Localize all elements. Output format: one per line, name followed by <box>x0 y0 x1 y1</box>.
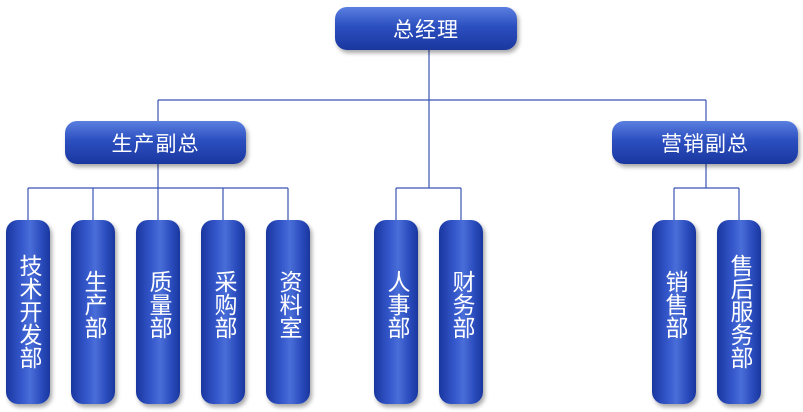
node-general-manager: 总经理 <box>335 7 517 50</box>
node-label: 资料室 <box>275 270 301 339</box>
node-label: 营销副总 <box>661 131 749 156</box>
node-label: 总经理 <box>393 17 459 42</box>
node-label: 质量部 <box>145 270 171 339</box>
node-hr-dept: 人事部 <box>374 220 418 404</box>
node-vp-production: 生产副总 <box>65 121 246 164</box>
node-procurement-dept: 采购部 <box>201 220 245 404</box>
node-label: 销售部 <box>661 270 687 339</box>
node-quality-dept: 质量部 <box>136 220 180 404</box>
node-finance-dept: 财务部 <box>439 220 483 404</box>
node-vp-marketing: 营销副总 <box>612 121 798 164</box>
node-label: 技术开发部 <box>15 254 41 369</box>
node-label: 采购部 <box>210 270 236 339</box>
node-production-dept: 生产部 <box>71 220 115 404</box>
node-label: 财务部 <box>448 270 474 339</box>
node-documents-room: 资料室 <box>266 220 310 404</box>
node-label: 人事部 <box>383 270 409 339</box>
node-label: 售后服务部 <box>726 254 752 369</box>
node-label: 生产副总 <box>111 131 200 156</box>
node-tech-dev-dept: 技术开发部 <box>6 220 50 404</box>
node-sales-dept: 销售部 <box>652 220 696 404</box>
node-label: 生产部 <box>80 270 106 339</box>
node-after-sales-dept: 售后服务部 <box>717 220 761 404</box>
